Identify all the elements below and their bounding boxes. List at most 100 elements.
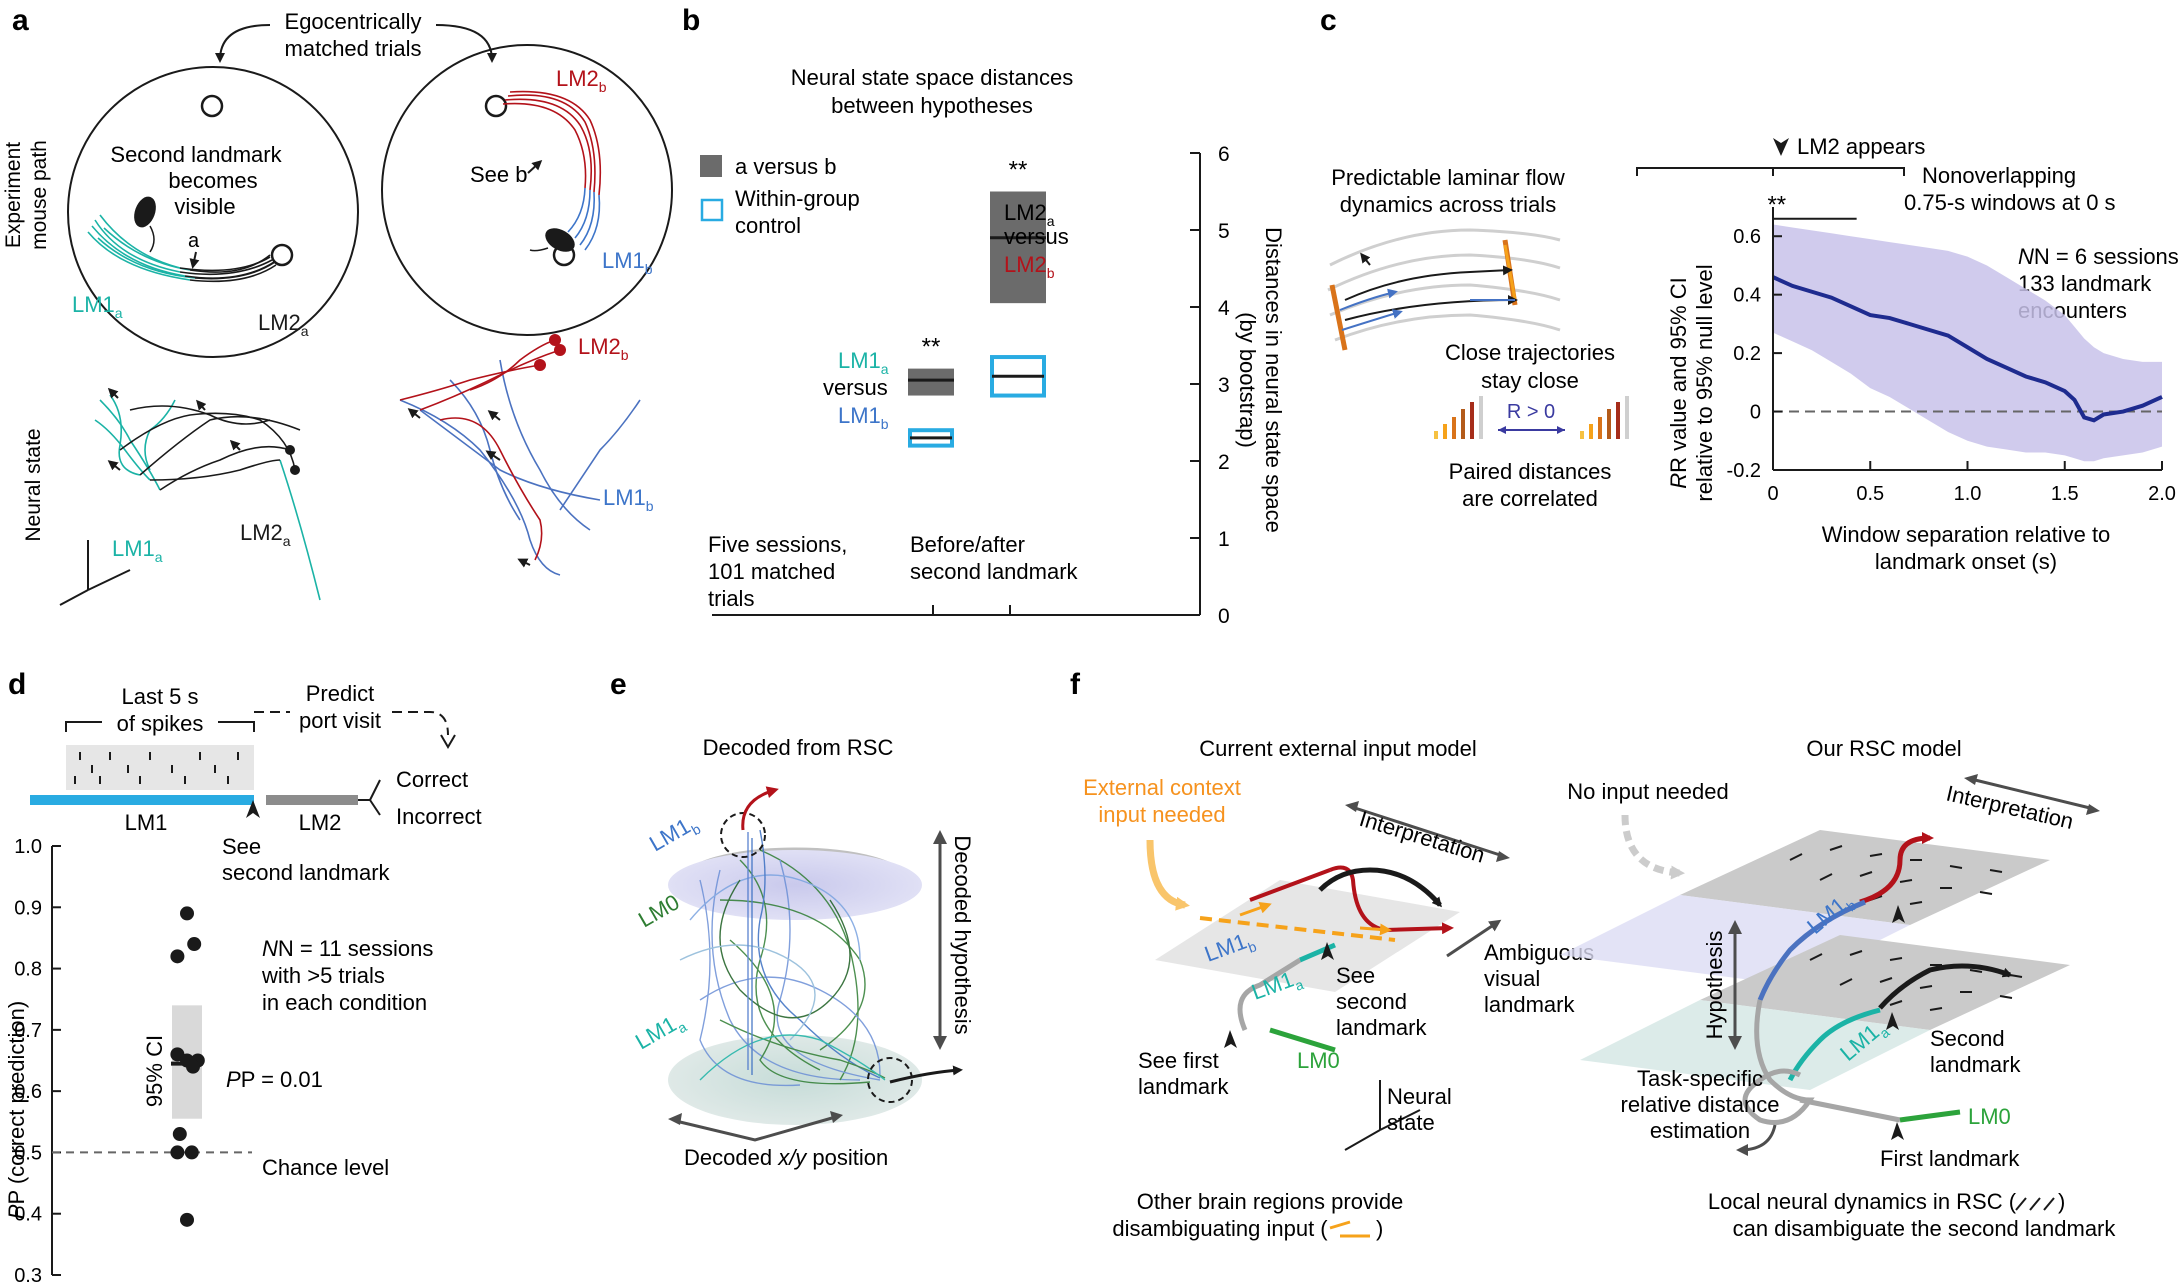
f-neural-1: Neural: [1387, 1084, 1452, 1109]
c-n-line: NN = 6 sessions: [2018, 244, 2179, 269]
f-second-1: Second: [1930, 1026, 2005, 1051]
c-ytick-label: 0.6: [1733, 226, 1761, 248]
arrow-a: [189, 251, 200, 269]
c-xtick-label: 1.0: [1954, 483, 1982, 505]
d-session-point: [172, 1127, 187, 1142]
d-predict-2: port visit: [299, 708, 381, 733]
neural-right-end-3: [549, 334, 561, 346]
c-xlabel-1: Window separation relative to: [1822, 522, 2111, 547]
b-title-1: Neural state space distances: [791, 65, 1074, 90]
second-landmark-2: becomes: [168, 168, 257, 193]
second-landmark-1: Second landmark: [110, 142, 282, 167]
f-second-2: landmark: [1930, 1052, 2021, 1077]
d-ytick-label: 1.0: [14, 836, 42, 858]
f-task-3: estimation: [1650, 1118, 1750, 1143]
c-xtick-label: 2.0: [2148, 483, 2176, 505]
b-ytick-label: 4: [1218, 297, 1230, 320]
port-right-left: [484, 94, 508, 118]
legend-ab: a versus b: [735, 154, 837, 179]
c-r-line: [1772, 275, 2163, 423]
f-see-second-3: landmark: [1336, 1015, 1427, 1040]
d-lm2-bar: [266, 795, 358, 805]
c-paired-2: are correlated: [1462, 486, 1598, 511]
f-other-2: disambiguating input (: [1112, 1216, 1328, 1241]
header-line1: Egocentrically: [285, 9, 422, 34]
neural-left-arrow-4: [107, 460, 121, 471]
f-other-1: Other brain regions provide: [1137, 1189, 1404, 1214]
panel-a-label: a: [12, 4, 29, 37]
d-last5-1: Last 5 s: [121, 684, 198, 709]
panel-d-label: d: [8, 668, 26, 701]
f-see-second-head: [1321, 942, 1334, 960]
c-close-1: Close trajectories: [1445, 340, 1615, 365]
paired-distance-bars-left: [1434, 396, 1483, 439]
e-ylabel: Decoded hypothesis: [950, 835, 975, 1034]
d-correct: Correct: [396, 767, 468, 792]
mouse-left: [134, 196, 156, 228]
arena-right: [381, 44, 673, 336]
neural-right-end-1: [534, 359, 546, 371]
f-hypothesis-heads: [1728, 920, 1742, 1050]
neural-axes-left: [59, 540, 131, 606]
d-session-point: [180, 906, 194, 921]
c-sig: **: [1767, 192, 1786, 219]
neural-left-end-2: [290, 465, 300, 475]
d-n-line3: in each condition: [262, 990, 427, 1015]
panel-b: b Neural state space distances between h…: [682, 4, 1286, 628]
lm2a-versus-line1: LM2a: [1004, 200, 1055, 229]
d-incorrect: Incorrect: [396, 804, 482, 829]
d-n-line2: with >5 trials: [261, 963, 385, 988]
c-ytick-label: 0.2: [1733, 343, 1761, 365]
legend-swatch-ctrl: [700, 198, 724, 222]
mouse-right: [545, 228, 575, 252]
d-see-1: See: [222, 834, 261, 859]
f-local-3: can disambiguate the second landmark: [1733, 1216, 2117, 1241]
f-orange-arrow-1: [1239, 902, 1272, 917]
d-session-point: [184, 1145, 199, 1160]
lm2b-label: LM2b: [556, 66, 607, 95]
f-flow-arrows-bottom: [1809, 950, 2023, 1011]
d-session-point: [170, 1145, 185, 1160]
f-left-gray-path: [1237, 957, 1302, 1031]
arrow-a-label: a: [188, 230, 200, 252]
c-nonoverlap-1: Nonoverlapping: [1922, 163, 2076, 188]
c-r-arrowheads: [1498, 426, 1565, 434]
f-left-green-path: [1269, 1027, 1336, 1053]
c-ytick-label: 0.4: [1733, 285, 1761, 307]
d-session-point: [170, 949, 185, 964]
c-xlabel-2: landmark onset (s): [1875, 549, 2057, 574]
neural-lm2b-label: LM2b: [578, 334, 629, 363]
legend-ctrl-1: Within-group: [735, 186, 860, 211]
f-right-plane-bottom: [1700, 935, 2070, 1030]
neural-lm1a-label: LM1a: [112, 536, 163, 565]
d-fork: [358, 779, 381, 816]
f-see-first-1: See first: [1138, 1048, 1219, 1073]
f-ambig-arrow: [1446, 919, 1502, 958]
e-circle-top: [720, 812, 766, 858]
c-enc-line: 133 landmark: [2018, 271, 2152, 296]
d-ytick-label: 0.8: [14, 959, 42, 981]
lm2b-paths: [502, 90, 602, 196]
c-window-brackets: [1636, 167, 1905, 176]
f-hypothesis: Hypothesis: [1702, 931, 1727, 1040]
e-lm1b-label: LM1b: [645, 809, 703, 860]
second-landmark-3: visible: [174, 194, 235, 219]
f-left-teal-path: [1299, 942, 1336, 963]
c-nonoverlap-2: 0.75-s windows at 0 s: [1904, 190, 2116, 215]
f-right-blue-path: [1757, 899, 1866, 1001]
c-schema-title-2: dynamics across trials: [1340, 192, 1556, 217]
panel-e-label: e: [610, 668, 627, 701]
c-lm2-appears: LM2 appears: [1797, 134, 1925, 159]
c-schema-title-1: Predictable laminar flow: [1331, 165, 1565, 190]
e-disc-top: [668, 850, 922, 920]
e-black-arrow: [889, 1065, 963, 1084]
d-lm1-bar: [30, 795, 254, 805]
f-ext-2: input needed: [1098, 802, 1225, 827]
neural-right-arrow-3: [485, 450, 501, 461]
c-ylabel-1: RR value and 95% CI: [1666, 277, 1691, 489]
d-predict-1: Predict: [306, 681, 374, 706]
c-xtick-label: 1.5: [2051, 483, 2079, 505]
lm1a-label: LM1a: [72, 292, 123, 321]
b-bar-ab: [990, 191, 1046, 304]
